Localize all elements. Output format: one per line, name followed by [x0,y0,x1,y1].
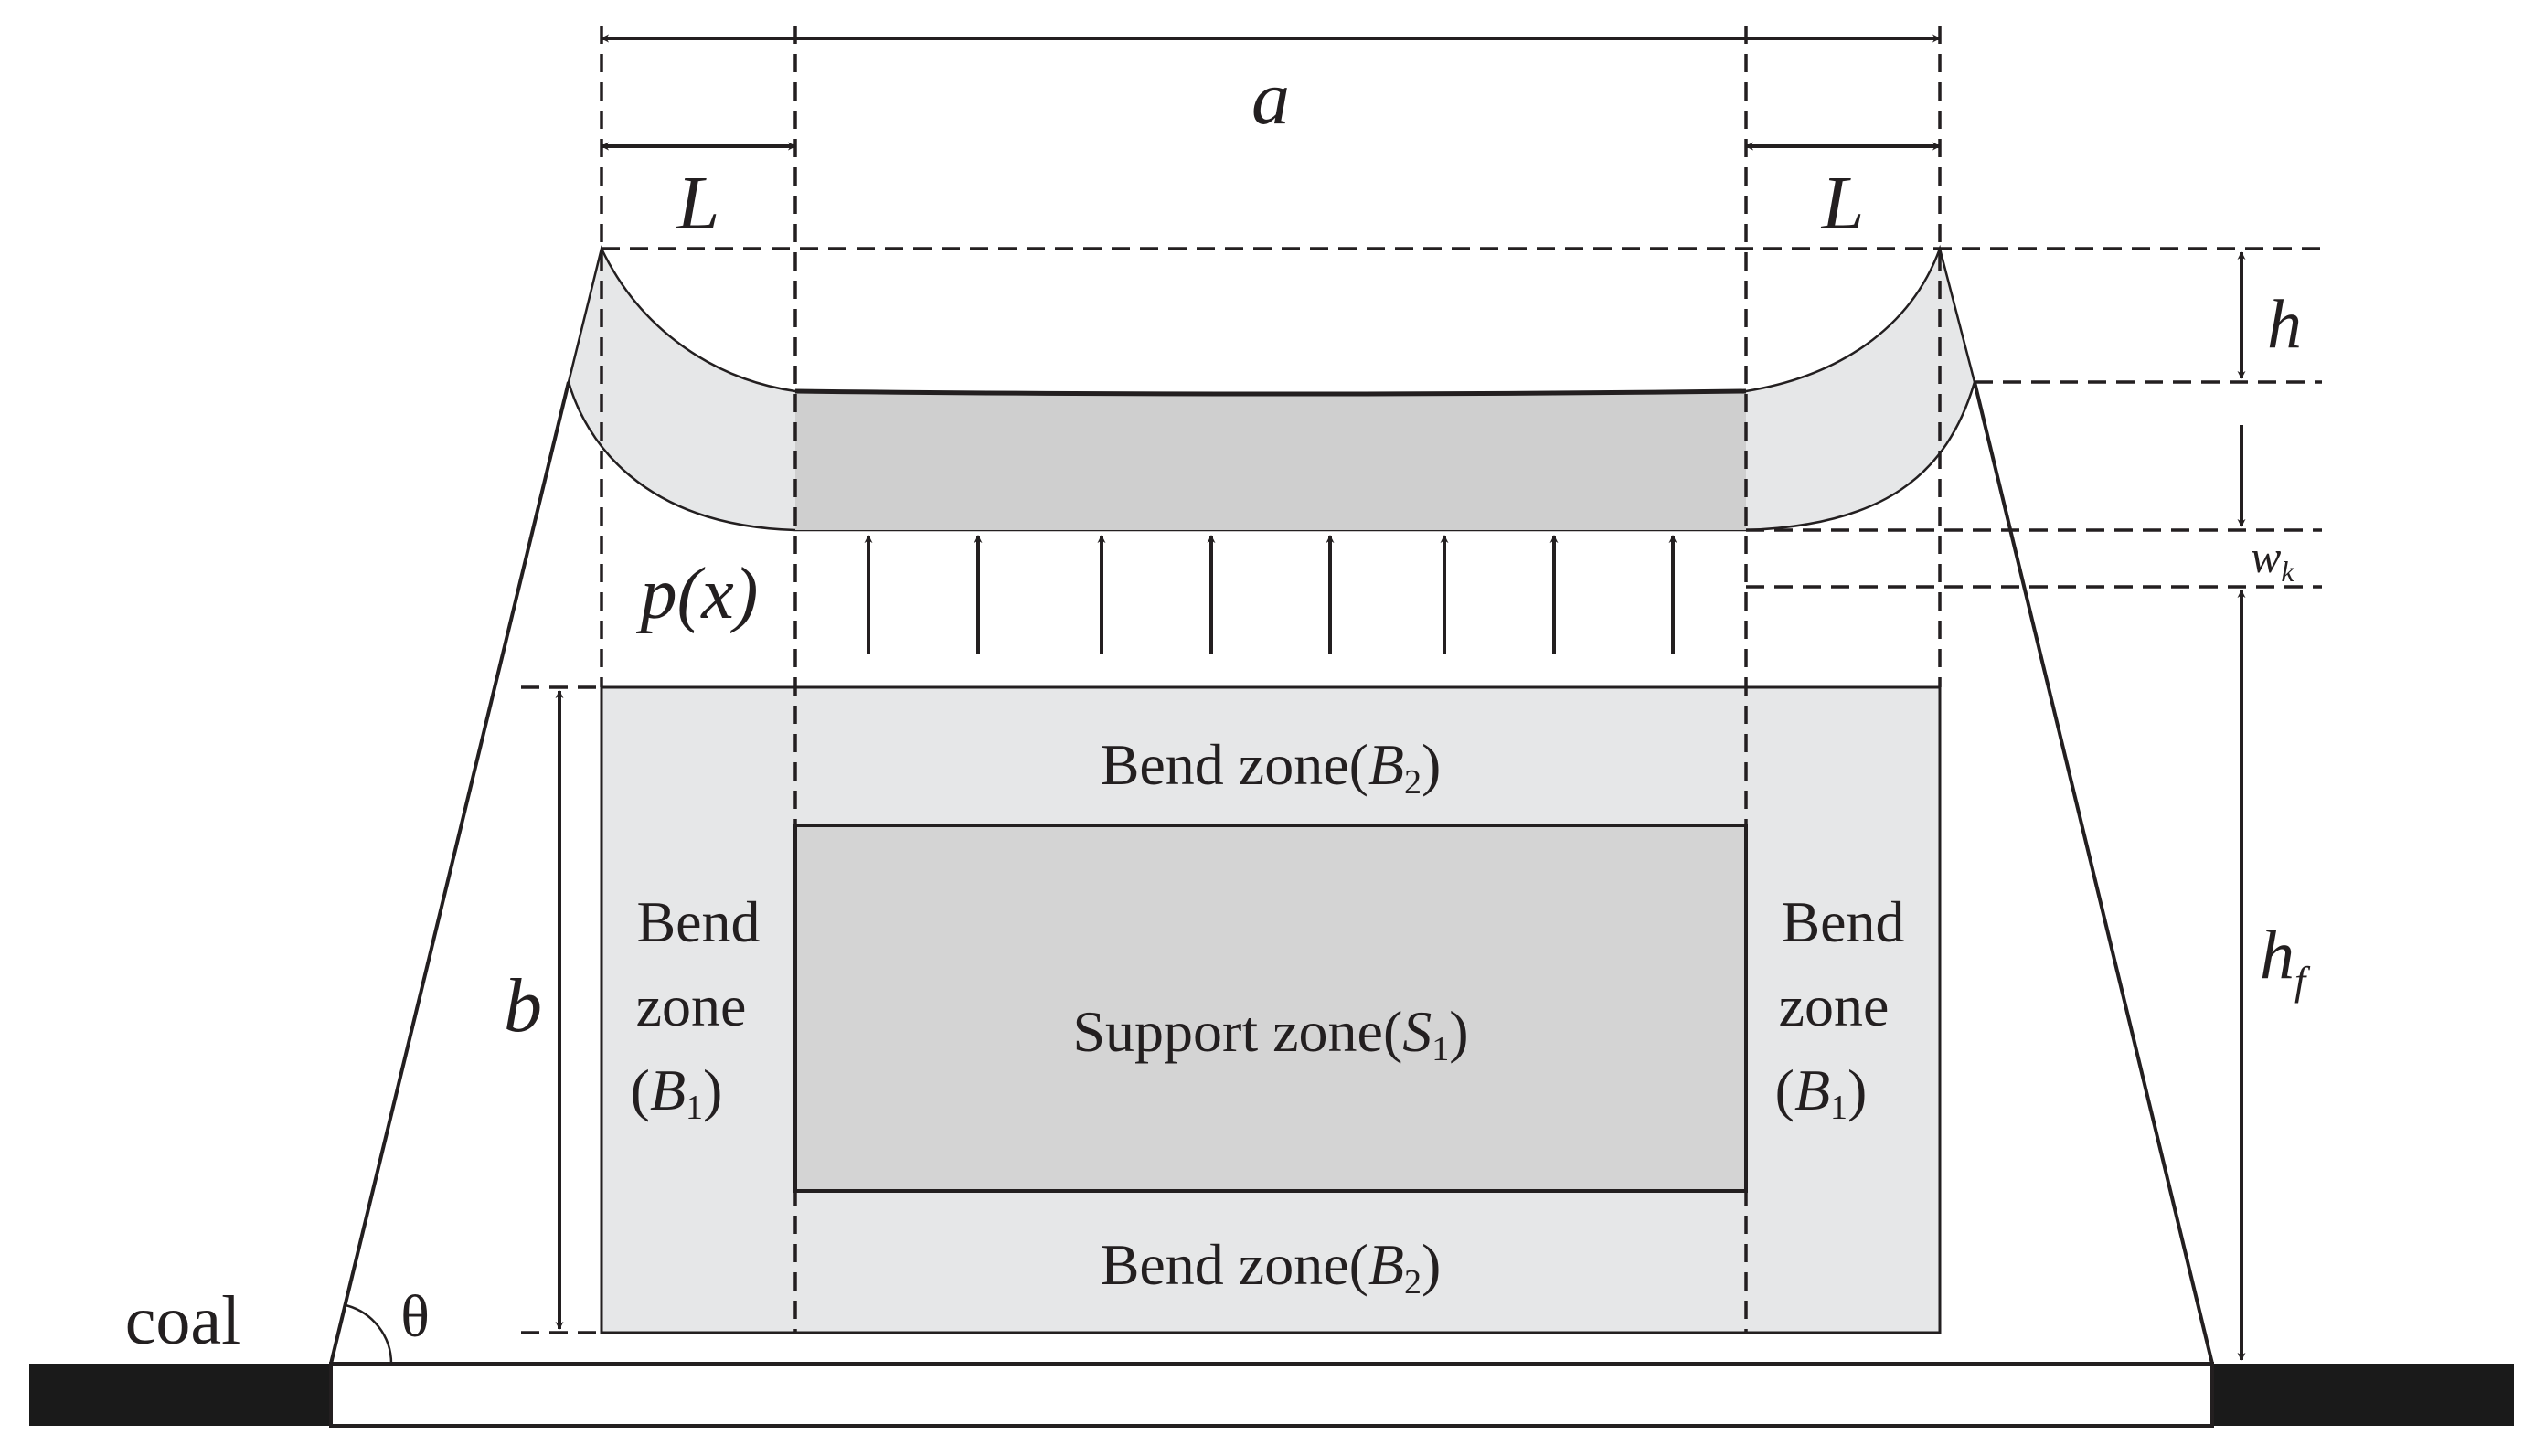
zone-label-bend-left: Bend zone (B1) [631,889,761,1127]
theta-arc [345,1303,393,1365]
label-b: b [504,963,542,1048]
paren-open: ( [1383,999,1402,1064]
label-w: wk [2251,531,2294,588]
coal-left [29,1364,331,1426]
paren-close: ) [1421,732,1441,797]
zone-label-support: Support zone(S1) [1072,999,1468,1068]
paren-open: ( [1775,1057,1794,1122]
label-theta: θ [400,1283,430,1350]
paren-open: ( [631,1057,650,1122]
zone-sub: 1 [1432,1030,1449,1068]
zone-sym: B [650,1057,686,1122]
hf-subscript: f [2294,959,2311,1004]
roof-top-edge [794,388,1747,397]
caving-line-left [329,381,570,1365]
goaf-floor [329,1362,2214,1428]
zone-line2: zone [636,973,747,1038]
zone-sym: S [1402,999,1432,1064]
zone-sub: 1 [1830,1089,1847,1127]
zone-sub: 2 [1404,763,1421,802]
zone-text: Bend zone [1101,1232,1349,1297]
paren-open: ( [1349,732,1368,797]
paren-close: ) [1847,1057,1867,1122]
support-load-arrows [864,535,1677,654]
zone-label-bend-right: Bend zone (B1) [1775,889,1905,1127]
zone-line3: (B1) [631,1057,723,1127]
zone-line2: zone [1779,973,1890,1038]
zone-label-bend-bottom: Bend zone(B2) [1101,1232,1442,1302]
support-zone-box [793,824,1748,1193]
label-hf: hf [2260,917,2311,1004]
coal-right [2212,1364,2514,1426]
hf-symbol: h [2260,917,2294,994]
zone-sub: 1 [686,1089,703,1127]
label-L-right: L [1821,161,1865,246]
zone-line1: Bend [1781,889,1904,954]
label-a: a [1251,56,1290,141]
zone-text: Support zone [1072,999,1383,1064]
zone-sym: B [1794,1057,1830,1122]
paren-close: ) [1421,1232,1441,1297]
zone-sym: B [1368,1232,1404,1297]
zone-line1: Bend [636,889,760,954]
zone-line3: (B1) [1775,1057,1868,1127]
paren-close: ) [703,1057,722,1122]
paren-close: ) [1449,999,1468,1064]
zone-text: Bend zone [1101,732,1349,797]
zone-label-bend-top: Bend zone(B2) [1101,732,1442,802]
caving-line-right [1973,381,2214,1365]
label-L-left: L [676,161,720,246]
w-subscript: k [2281,555,2294,588]
zone-sym: B [1368,732,1404,797]
label-coal: coal [125,1282,241,1359]
label-h: h [2267,286,2302,363]
zone-sub: 2 [1404,1263,1421,1302]
paren-open: ( [1349,1232,1368,1297]
roof-strata-middle [795,391,1746,530]
w-symbol: w [2251,531,2281,582]
label-px: p(x) [636,554,759,634]
